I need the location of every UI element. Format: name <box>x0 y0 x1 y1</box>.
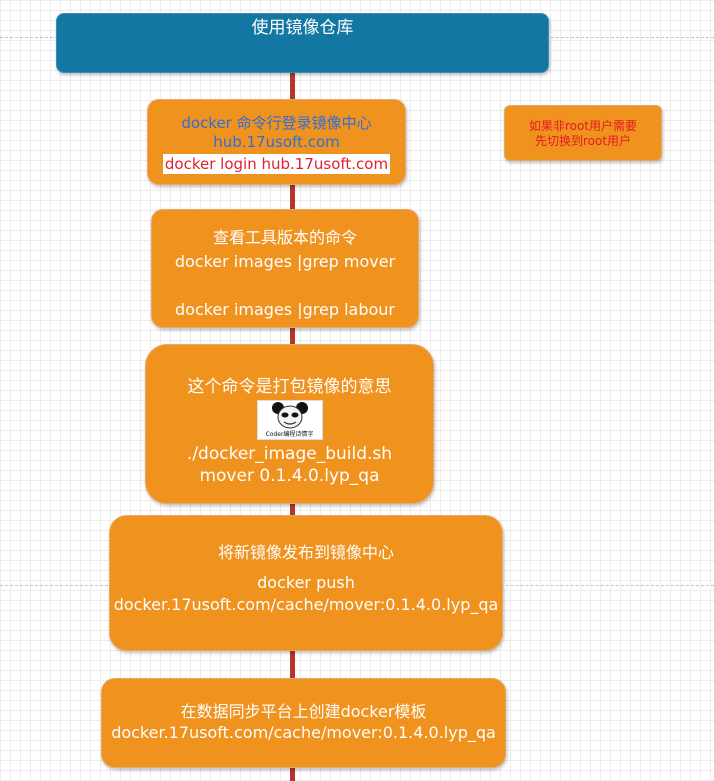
header-box[interactable]: 使用镜像仓库 <box>56 13 549 73</box>
panda-face-icon <box>271 402 308 429</box>
step-check-version-cmd1: docker images |grep mover <box>174 252 396 271</box>
step-create-template-title: 在数据同步平台上创建docker模板 <box>180 702 427 721</box>
root-user-note[interactable]: 如果非root用户需要 先切换到root用户 <box>504 105 662 161</box>
step-login-command: docker login hub.17usoft.com <box>162 154 391 174</box>
note-line2: 先切换到root用户 <box>534 134 632 148</box>
step-build-image-box[interactable]: 这个命令是打包镜像的意思 Coder编程诗情字 ./docker_image_b… <box>145 344 434 504</box>
step-push-image-cmd1: docker push <box>257 573 355 592</box>
spacer <box>152 274 418 298</box>
step-login-line1: docker 命令行登录镜像中心 <box>181 114 372 132</box>
step-check-version-box[interactable]: 查看工具版本的命令 docker images |grep mover dock… <box>151 209 419 328</box>
step-create-template-cmd1: docker.17usoft.com/cache/mover:0.1.4.0.l… <box>111 723 496 742</box>
step-push-image-cmd2: docker.17usoft.com/cache/mover:0.1.4.0.l… <box>113 595 499 614</box>
coder-logo-image: Coder编程诗情字 <box>256 400 323 440</box>
step-check-version-cmd2: docker images |grep labour <box>175 300 395 319</box>
logo-caption: Coder编程诗情字 <box>265 431 314 438</box>
step-push-image-title: 将新镜像发布到镜像中心 <box>217 543 394 562</box>
step-build-image-title: 这个命令是打包镜像的意思 <box>187 377 392 397</box>
step-create-template-box[interactable]: 在数据同步平台上创建docker模板 docker.17usoft.com/ca… <box>101 678 506 768</box>
note-line1: 如果非root用户需要 <box>528 119 638 133</box>
step-check-version-title: 查看工具版本的命令 <box>212 228 357 247</box>
step-build-image-cmd2: mover 0.1.4.0.lyp_qa <box>199 466 380 486</box>
step-login-box[interactable]: docker 命令行登录镜像中心 hub.17usoft.com docker … <box>147 99 406 185</box>
step-build-image-cmd1: ./docker_image_build.sh <box>186 444 393 464</box>
header-title: 使用镜像仓库 <box>251 18 354 38</box>
step-login-text: docker 命令行登录镜像中心 hub.17usoft.com <box>148 114 405 152</box>
step-push-image-box[interactable]: 将新镜像发布到镜像中心 docker push docker.17usoft.c… <box>109 515 503 651</box>
step-login-line2: hub.17usoft.com <box>213 133 340 151</box>
